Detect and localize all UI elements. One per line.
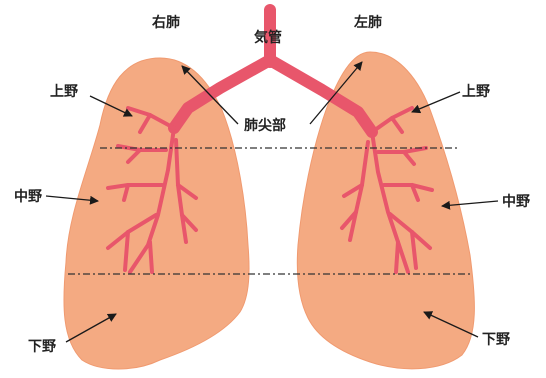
label-middle-right: 中野	[14, 188, 42, 205]
label-apex: 肺尖部	[244, 117, 286, 134]
label-trachea: 気管	[254, 29, 282, 46]
label-lower-left: 下野	[482, 332, 510, 348]
label-lower-right: 下野	[28, 339, 56, 355]
label-right-lung: 右肺	[151, 14, 180, 31]
label-middle-left: 中野	[502, 193, 530, 210]
label-upper-right: 上野	[50, 84, 78, 100]
label-left-lung: 左肺	[353, 14, 382, 31]
label-upper-left: 上野	[462, 84, 490, 100]
